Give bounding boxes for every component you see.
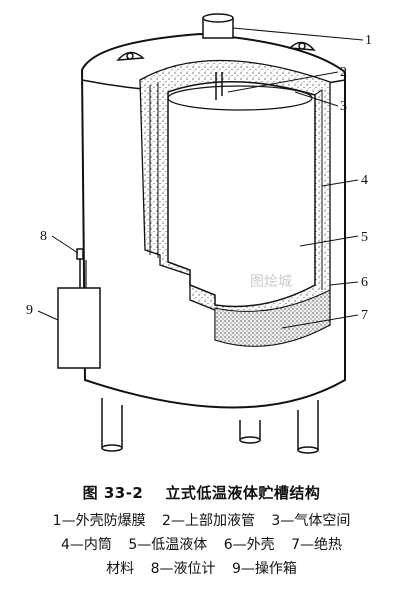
inner-wall-layers bbox=[149, 82, 323, 290]
legend-item: 9—操作箱 bbox=[231, 561, 297, 577]
fill-pipe bbox=[215, 72, 223, 100]
callout-6: 6 bbox=[361, 275, 368, 290]
figure-title: 立式低温液体贮槽结构 bbox=[165, 484, 321, 502]
operation-box bbox=[57, 287, 101, 369]
tank-diagram: 图烩城 1 2 3 4 5 6 7 8 9 bbox=[26, 13, 372, 454]
legend-item: 8—液位计 bbox=[150, 561, 216, 577]
callout-7: 7 bbox=[361, 308, 368, 323]
legend-line-1: 1—外壳防爆膜 2—上部加液管 3—气体空间 bbox=[0, 509, 403, 533]
figure-number: 图 33-2 bbox=[82, 484, 144, 502]
callout-8: 8 bbox=[40, 229, 47, 244]
legend-item: 2—上部加液管 bbox=[162, 513, 255, 529]
legend-item: 5—低温液体 bbox=[128, 537, 208, 553]
legend-item: 材料 bbox=[106, 561, 135, 577]
lifting-lugs bbox=[116, 41, 316, 61]
legend-item: 6—外壳 bbox=[223, 537, 275, 553]
insulation-bottom bbox=[214, 289, 331, 347]
callouts: 1 2 3 4 5 6 7 8 9 bbox=[26, 33, 372, 323]
legend-item: 4—内筒 bbox=[60, 537, 112, 553]
inner-vessel bbox=[167, 80, 316, 308]
callout-1: 1 bbox=[365, 33, 372, 48]
legend-line-3: 材料 8—液位计 9—操作箱 bbox=[0, 557, 403, 581]
support-legs bbox=[101, 398, 319, 454]
leader-lines bbox=[37, 27, 364, 329]
watermark-text: 图烩城 bbox=[250, 274, 292, 290]
callout-5: 5 bbox=[361, 230, 368, 245]
legend-item: 3—气体空间 bbox=[271, 513, 351, 529]
legend-item: 7—绝热 bbox=[291, 537, 343, 553]
legend-line-2: 4—内筒 5—低温液体 6—外壳 7—绝热 bbox=[0, 533, 403, 557]
callout-3: 3 bbox=[340, 99, 347, 114]
burst-disc bbox=[202, 13, 234, 39]
callout-2: 2 bbox=[340, 65, 347, 80]
callout-4: 4 bbox=[361, 173, 368, 188]
callout-9: 9 bbox=[26, 303, 33, 318]
legend-item: 1—外壳防爆膜 bbox=[52, 513, 146, 529]
caption-title: 图 33-2 立式低温液体贮槽结构 bbox=[0, 482, 403, 503]
level-gauge bbox=[76, 248, 84, 290]
